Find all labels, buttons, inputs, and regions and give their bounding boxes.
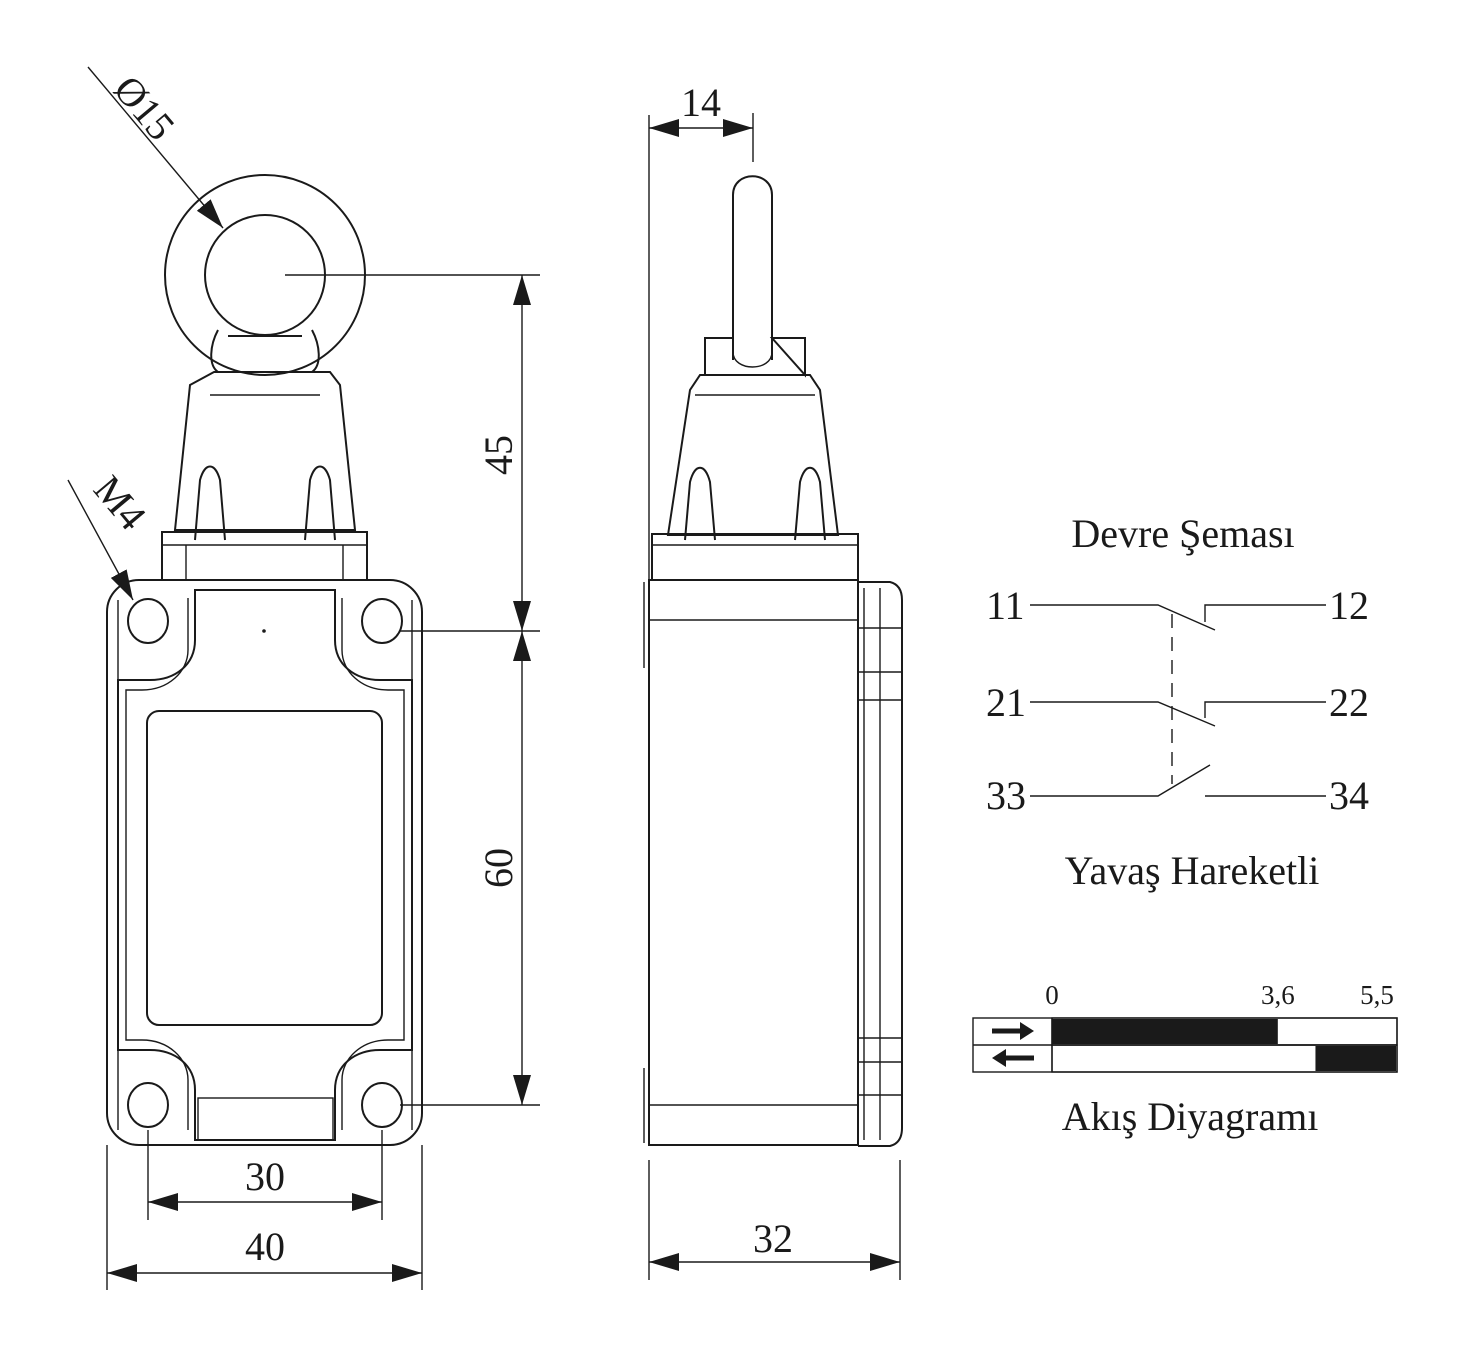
head-flange [161, 531, 368, 581]
lever-bracket [704, 337, 806, 378]
front-view: Ø15 M4 45 60 30 40 [67, 66, 540, 1290]
terminal-11: 11 [986, 583, 1025, 628]
lever-arm [732, 175, 773, 360]
terminal-21: 21 [986, 680, 1026, 725]
mount-hole-bottom-right [361, 1082, 403, 1128]
terminal-22: 22 [1329, 680, 1369, 725]
side-cover [858, 581, 903, 1147]
dim-14-label: 14 [681, 80, 721, 125]
terminal-34: 34 [1329, 773, 1369, 818]
dim-45-label: 45 [476, 435, 521, 475]
diameter-leader [87, 66, 224, 229]
side-view: 14 32 [643, 80, 903, 1280]
circuit-diagram: Devre Şeması 11 12 21 22 33 34 Yavaş Har… [986, 511, 1369, 893]
contact-no [1030, 764, 1326, 797]
side-stud-right [794, 466, 826, 541]
side-actuator-head [666, 374, 840, 536]
stud-left [194, 465, 226, 541]
motion-type-label: Yavaş Hareketli [1065, 848, 1320, 893]
diameter-label: Ø15 [105, 67, 184, 149]
flow-tick-label: 3,6 [1261, 980, 1295, 1010]
side-body [648, 579, 859, 1146]
dim-60-label: 60 [476, 848, 521, 888]
mount-hole-top-left [127, 598, 169, 644]
terminal-12: 12 [1329, 583, 1369, 628]
flow-tick-label: 5,5 [1360, 980, 1394, 1010]
dim-30-label: 30 [245, 1154, 285, 1199]
return-arrow-icon [992, 1049, 1034, 1067]
flow-tick-label: 0 [1045, 980, 1059, 1010]
mount-hole-top-right [361, 598, 403, 644]
mount-hole-bottom-left [127, 1082, 169, 1128]
flow-row2-bar [1315, 1046, 1396, 1071]
terminal-33: 33 [986, 773, 1026, 818]
switch-body [106, 579, 423, 1146]
thread-leader [67, 479, 134, 601]
body-inner-frame [117, 589, 413, 1141]
actuator-head [173, 371, 357, 531]
flow-title: Akış Diyagramı [1062, 1094, 1319, 1139]
side-head-flange [651, 533, 859, 581]
side-stud-left [684, 466, 716, 541]
dim-40-label: 40 [245, 1224, 285, 1269]
contact-nc-1 [1030, 604, 1326, 631]
forward-arrow-icon [992, 1022, 1034, 1040]
stud-right [304, 465, 336, 541]
cover-plate [146, 710, 383, 1026]
flow-row2-track [1051, 1044, 1398, 1073]
circuit-title: Devre Şeması [1071, 511, 1294, 556]
contact-nc-2 [1030, 701, 1326, 727]
thread-label: M4 [85, 467, 155, 539]
dim-32-label: 32 [753, 1216, 793, 1261]
flow-diagram: 0 3,6 5,5 Akış Diyagramı [972, 980, 1398, 1139]
flow-row1-bar [1052, 1019, 1278, 1044]
